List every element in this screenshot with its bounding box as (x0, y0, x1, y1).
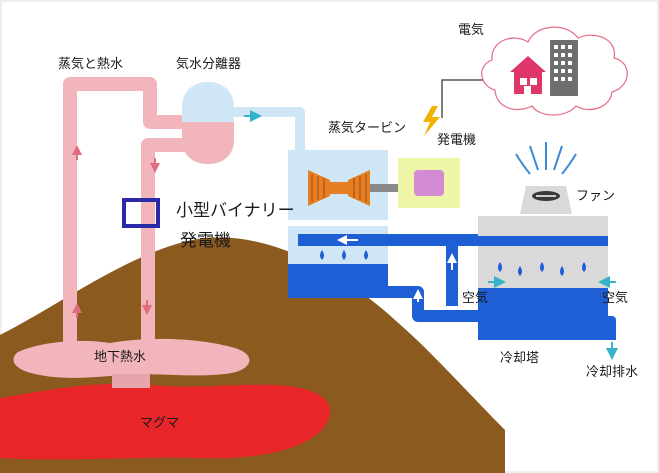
fan-exhaust-lines (515, 142, 577, 175)
generator-label: 発電機 (437, 133, 476, 148)
separator-label: 気水分離器 (176, 56, 241, 72)
generator-core (414, 170, 444, 196)
steam-separator (182, 82, 234, 164)
air-label-left: 空気 (462, 290, 488, 306)
magma-label: マグマ (140, 416, 179, 431)
house-icon (510, 56, 546, 94)
steam-hot-water-label: 蒸気と熱水 (58, 56, 123, 72)
air-label-right: 空気 (602, 290, 628, 306)
turbine-shaft (370, 184, 416, 192)
magma-area (0, 383, 331, 460)
condenser-droplets (320, 250, 368, 260)
turbine-icon (308, 170, 370, 206)
power-line (441, 79, 488, 118)
steam-pipes (63, 77, 190, 342)
drain-pipe (596, 316, 616, 340)
reservoir-magma-link (112, 374, 150, 388)
fan-label: ファン (576, 189, 615, 204)
turbine-label: 蒸気タービン (328, 120, 406, 136)
fan-icon (532, 191, 560, 201)
condenser-water (288, 264, 388, 298)
binary-label-line2: 発電機 (180, 231, 231, 251)
lightning-icon (423, 106, 440, 136)
electricity-label: 電気 (458, 22, 484, 38)
building-icon (550, 40, 578, 96)
binary-generator-box (122, 198, 160, 228)
underground-hot-water-label: 地下熱水 (94, 350, 146, 365)
binary-label-line1: 小型バイナリー (176, 201, 295, 221)
cooling-drain-label: 冷却排水 (586, 365, 638, 380)
underground-hot-water (13, 338, 250, 378)
cooling-tower-label: 冷却塔 (500, 351, 539, 366)
